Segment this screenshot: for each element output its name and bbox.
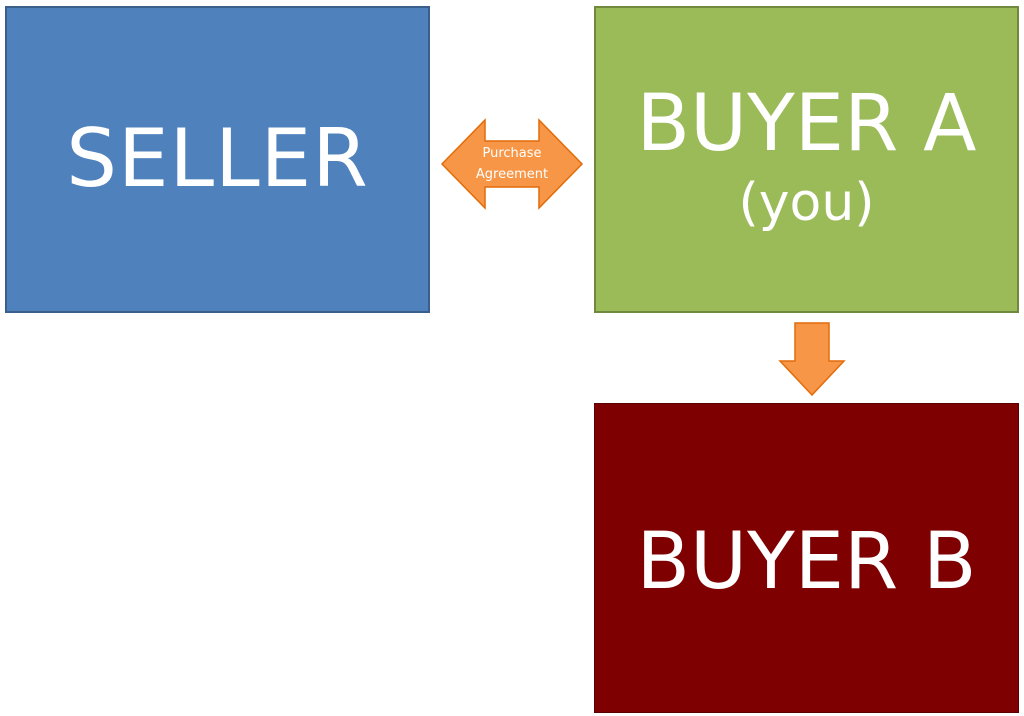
seller-box: SELLER <box>5 6 430 313</box>
connector-line-2: Agreement <box>475 167 549 182</box>
buyer-b-box: BUYER B <box>594 403 1019 713</box>
buyer-a-sublabel: (you) <box>738 172 875 233</box>
buyer-b-label: BUYER B <box>636 517 977 607</box>
double-headed-arrow-icon <box>440 118 584 210</box>
purchase-agreement-label: Purchase Agreement <box>440 118 584 210</box>
down-arrow-icon <box>778 322 846 397</box>
seller-label: SELLER <box>66 111 369 205</box>
buyer-a-box: BUYER A (you) <box>594 6 1019 313</box>
buyer-a-label: BUYER A <box>636 78 977 169</box>
connector-line-1: Purchase <box>482 146 542 161</box>
